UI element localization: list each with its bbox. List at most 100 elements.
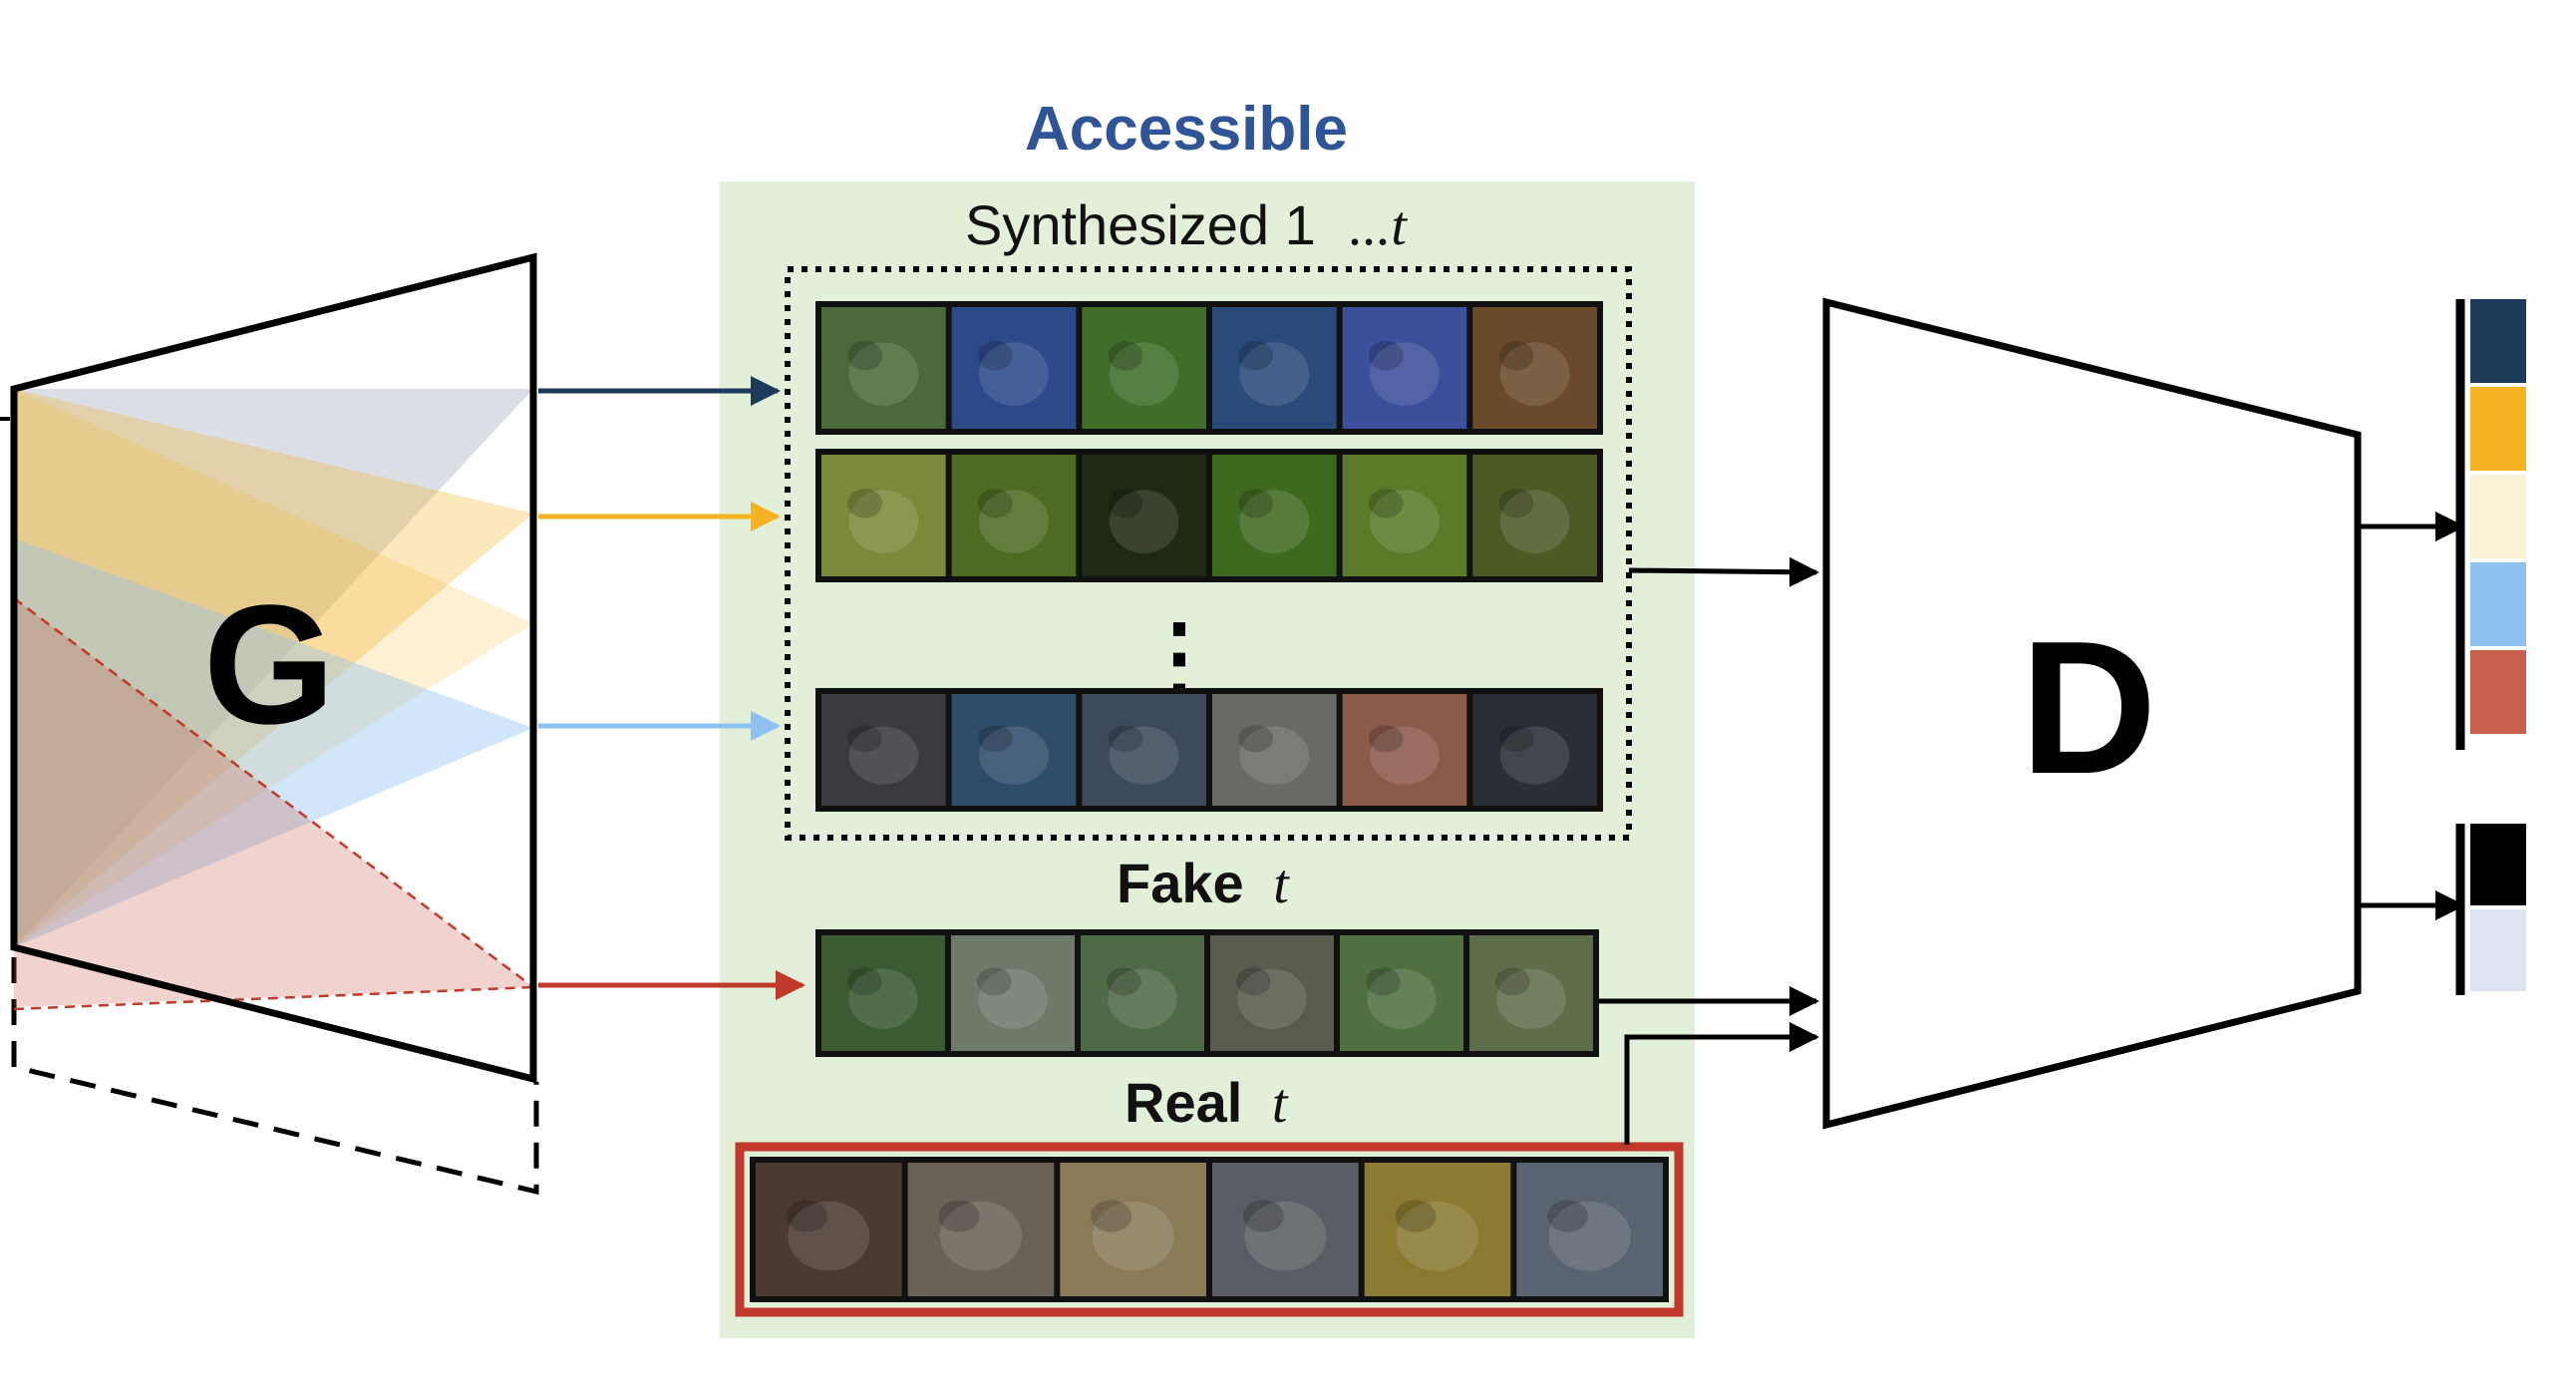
real-row-thumbnail-subject — [1244, 1201, 1327, 1271]
synthesized-row-1-thumbnail-subject — [848, 342, 919, 406]
synthesized-row-2-thumbnail-subject — [1499, 490, 1570, 553]
real-label-suffix: t — [1272, 1073, 1289, 1135]
class-output-class-3 — [2470, 475, 2526, 558]
fake-row-thumbnail-subject — [848, 968, 918, 1029]
fake-row-thumbnail-shadow — [1495, 967, 1530, 996]
fake-label: Fake t — [1117, 852, 1290, 915]
real-strip — [750, 1157, 1669, 1302]
synthesized-row-3-thumbnail-subject — [848, 726, 919, 785]
synthesized-row-3-thumbnail-subject — [1109, 726, 1179, 785]
fake-row-thumbnail — [951, 935, 1075, 1051]
synthesized-row-2-thumbnail-subject — [1370, 490, 1440, 553]
fake-row-thumbnail-subject — [1367, 968, 1437, 1029]
fake-row-thumbnail-shadow — [847, 967, 882, 996]
realfake-output-bar — [2470, 824, 2526, 991]
synthesized-label-suffix: ...t — [1349, 195, 1408, 257]
synthesized-row-3-thumbnail-shadow — [847, 725, 883, 753]
synthesized-row-3-thumbnail-subject — [1370, 726, 1440, 785]
class-output-class-1 — [2470, 299, 2526, 383]
synthesized-row-1-thumbnail-subject — [1370, 342, 1440, 406]
generator-fan-red — [14, 598, 533, 1007]
synthesized-row-1-thumbnail — [951, 307, 1077, 429]
synthesized-row-2-thumbnail-shadow — [1108, 489, 1143, 519]
generator-block: G — [0, 252, 539, 1196]
synthesized-row-1-thumbnail — [1082, 307, 1206, 429]
real-row-thumbnail-shadow — [1091, 1200, 1132, 1232]
synthesized-row-2-thumbnail-subject — [979, 490, 1049, 553]
synthesized-row-1-thumbnail-subject — [1499, 342, 1570, 406]
accessible-title: Accessible — [1025, 95, 1348, 164]
real-row-thumbnail-subject — [1396, 1201, 1479, 1271]
synthesized-row-2-thumbnail-subject — [1239, 490, 1310, 553]
generator-fan-red-dashed-bottom — [13, 985, 534, 1011]
synthesized-row-3-thumbnail — [1212, 694, 1337, 806]
fake-row-thumbnail — [1210, 935, 1334, 1051]
realfake-output-real — [2470, 824, 2526, 905]
real-row-thumbnail — [1364, 1163, 1511, 1296]
synthesized-row-1-thumbnail-shadow — [977, 341, 1013, 371]
synthesized-row-1-thumbnail — [1212, 307, 1337, 429]
real-label: Real t — [1125, 1071, 1289, 1135]
synthesized-dotted-box — [785, 266, 1632, 841]
synthesized-row-3-thumbnail-subject — [1499, 726, 1570, 785]
real-row-frame — [750, 1157, 1669, 1302]
discriminator-outline — [1822, 297, 2362, 1130]
synthesized-row-2-thumbnail — [1082, 455, 1206, 576]
real-strip-border — [735, 1142, 1684, 1317]
synthesized-row-2-thumbnail-shadow — [1238, 489, 1274, 519]
fake-row-thumbnail — [1081, 935, 1204, 1051]
real-row-thumbnail — [1516, 1163, 1663, 1296]
synthesized-row-1-thumbnail — [821, 307, 946, 429]
class-output-bar — [2470, 299, 2526, 734]
fake-strip — [815, 929, 1599, 1057]
synthesized-row-3-thumbnail — [1472, 694, 1597, 806]
synthesized-row-1-thumbnail-subject — [979, 342, 1049, 406]
synthesized-strip-3 — [815, 688, 1603, 812]
synthesized-label-text: Synthesized 1 — [965, 193, 1316, 256]
synthesized-row-1-thumbnail-shadow — [1238, 341, 1274, 371]
synthesized-row-1-thumbnail-shadow — [1108, 341, 1143, 371]
synthesized-strip-1 — [815, 301, 1603, 435]
generator-fan-red-dashed-top — [13, 596, 534, 989]
synthesized-row-1-thumbnail-shadow — [1498, 341, 1534, 371]
class-output-class-4 — [2470, 562, 2526, 646]
fake-row-thumbnail — [821, 935, 945, 1051]
synthesized-row-2-thumbnail — [1212, 455, 1337, 576]
real-row-thumbnail-shadow — [938, 1200, 980, 1232]
synthesized-row-2-thumbnail-shadow — [977, 489, 1013, 519]
synthesized-row-3-thumbnail-subject — [979, 726, 1049, 785]
synthesized-row-1-thumbnail — [1342, 307, 1467, 429]
synthesized-row-3-thumbnail — [1342, 694, 1467, 806]
real-row-thumbnail-subject — [1548, 1201, 1631, 1271]
generator-fan-orange — [14, 389, 533, 947]
generator-shadow-outline — [11, 957, 539, 1196]
generator-outline — [10, 252, 537, 1084]
synthesized-row-1-thumbnail-subject — [1239, 342, 1310, 406]
synthesized-row-3-thumbnail-shadow — [977, 725, 1013, 753]
fake-row-thumbnail-shadow — [977, 967, 1012, 996]
synthesized-row-2-thumbnail-subject — [848, 490, 919, 553]
class-output-class-2 — [2470, 387, 2526, 471]
real-row-thumbnail — [1212, 1163, 1359, 1296]
real-row-thumbnail — [756, 1163, 902, 1296]
arrow-real-to-d — [1624, 1022, 1819, 1145]
fake-row-thumbnail — [1469, 935, 1593, 1051]
synthesized-row-3-thumbnail-shadow — [1238, 725, 1274, 753]
discriminator-label: D — [2020, 602, 2156, 814]
synthesized-row-2-frame — [815, 449, 1603, 582]
realfake-output-fake — [2470, 909, 2526, 991]
arrow-synthesized-to-d — [1628, 556, 1819, 587]
fake-row-thumbnail-shadow — [1236, 967, 1271, 996]
real-row-thumbnail — [1060, 1163, 1206, 1296]
synthesized-row-2-thumbnail — [1342, 455, 1467, 576]
synthesized-row-2-thumbnail-shadow — [1498, 489, 1534, 519]
synthesized-row-3-thumbnail — [821, 694, 946, 806]
fake-row-thumbnail-shadow — [1107, 967, 1141, 996]
synthesized-row-3-frame — [815, 688, 1603, 812]
real-row-thumbnail-shadow — [1547, 1200, 1589, 1232]
fake-label-text: Fake — [1117, 852, 1244, 914]
real-row-thumbnail-subject — [939, 1201, 1023, 1271]
synthesized-row-1-thumbnail-shadow — [1368, 341, 1404, 371]
synthesized-row-2-thumbnail-subject — [1109, 490, 1179, 553]
